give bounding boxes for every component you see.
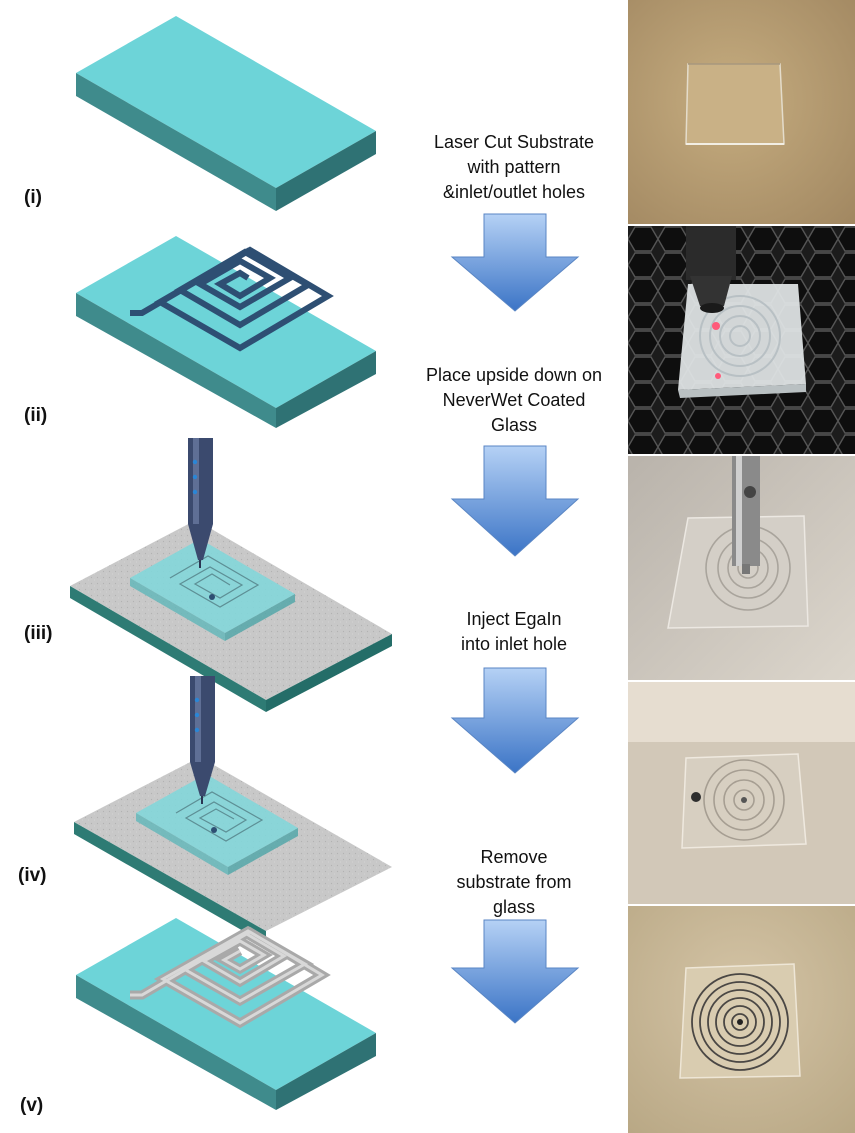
caption-place-on-glass: Place upside down on NeverWet Coated Gla…: [399, 363, 629, 438]
down-arrow-icon: [450, 445, 580, 557]
caption-line: &inlet/outlet holes: [442, 182, 586, 202]
caption-line: Glass: [490, 415, 537, 435]
substrate-plain: [76, 16, 376, 211]
caption-remove: Remove substrate from glass: [399, 845, 629, 920]
photo-metal-spiral: [628, 906, 855, 1133]
caption-line: substrate from: [456, 872, 572, 892]
caption-inject: Inject EgaIn into inlet hole: [399, 607, 629, 657]
step-label-ii: (ii): [24, 405, 48, 426]
photo-filled-spiral: [628, 682, 855, 904]
down-arrow-icon: [450, 919, 580, 1024]
step-label-iii: (iii): [24, 623, 53, 644]
caption-line: NeverWet Coated: [442, 390, 586, 410]
photo-injection: [628, 456, 855, 680]
assembly-on-glass-1: [70, 520, 392, 712]
down-arrow-icon: [450, 667, 580, 774]
step-label-i: (i): [24, 187, 42, 208]
photo-substrate: [628, 0, 855, 224]
caption-line: Remove: [480, 847, 548, 867]
caption-line: into inlet hole: [460, 634, 568, 654]
caption-line: Inject EgaIn: [466, 609, 562, 629]
caption-laser-cut: Laser Cut Substrate with pattern &inlet/…: [399, 130, 629, 205]
substrate-with-metal-spiral: [76, 918, 376, 1110]
syringe-needle-icon: [188, 438, 213, 568]
syringe-needle-icon: [190, 676, 215, 804]
assembly-on-glass-2: [74, 757, 392, 944]
caption-line: Laser Cut Substrate: [433, 132, 595, 152]
photo-laser-cut: [628, 226, 855, 454]
caption-line: glass: [492, 897, 536, 917]
down-arrow-icon: [450, 213, 580, 312]
substrate-with-channel: [76, 236, 376, 428]
caption-line: with pattern: [467, 157, 561, 177]
step-label-iv: (iv): [18, 865, 47, 886]
caption-line: Place upside down on: [425, 365, 603, 385]
step-label-v: (v): [20, 1095, 44, 1116]
